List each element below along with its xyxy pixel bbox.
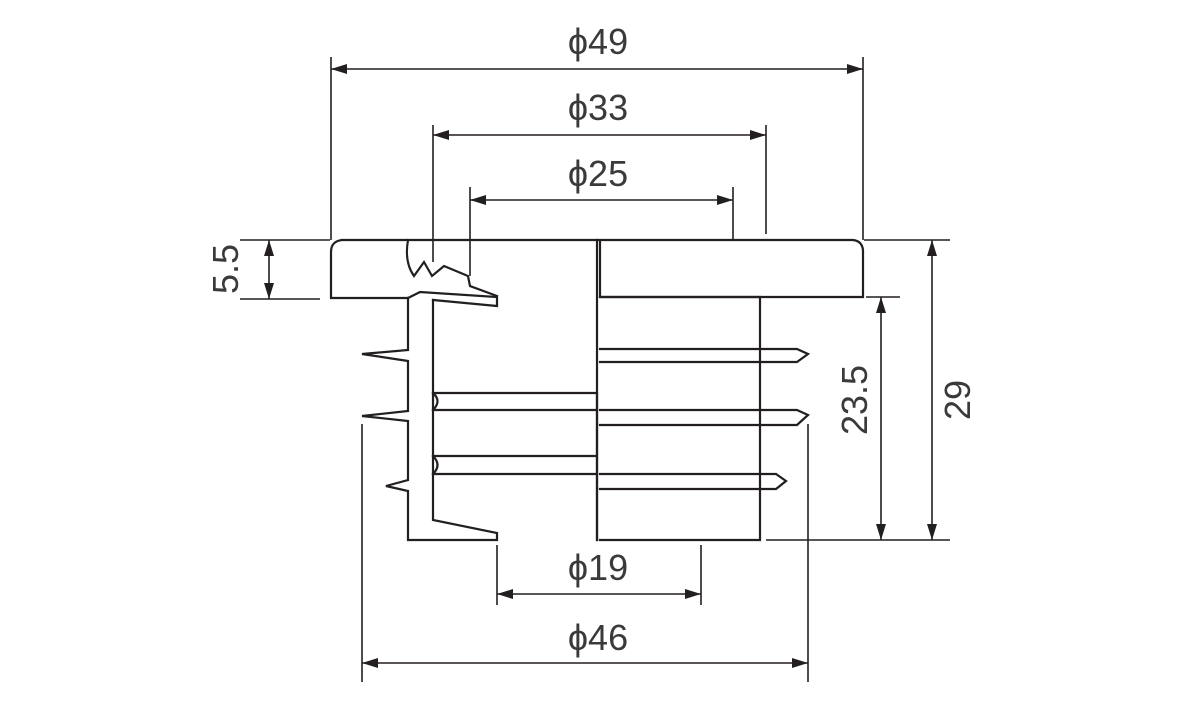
label-body-height: 23.5 [834, 365, 875, 435]
part-outline [329, 238, 865, 542]
right-body [598, 295, 811, 542]
left-wall-fins [361, 296, 499, 542]
label-inner-diameter-33: ϕ33 [568, 87, 628, 128]
extension-lines [240, 57, 950, 682]
inner-core [431, 391, 599, 542]
flange [329, 238, 865, 308]
flange-notch [405, 238, 499, 298]
label-inner-diameter-25: ϕ25 [568, 153, 628, 194]
label-flange-height: 5.5 [205, 244, 246, 294]
label-fin-diameter: ϕ46 [568, 617, 628, 658]
inner-ribs [431, 391, 439, 476]
label-bottom-bore-diameter: ϕ19 [568, 547, 628, 588]
label-outer-flange-diameter: ϕ49 [568, 21, 628, 62]
dimension-labels: ϕ49 ϕ33 ϕ25 ϕ19 ϕ46 5.5 23.5 29 [205, 21, 978, 658]
dimension-lines [264, 64, 937, 668]
label-total-height: 29 [937, 380, 978, 420]
